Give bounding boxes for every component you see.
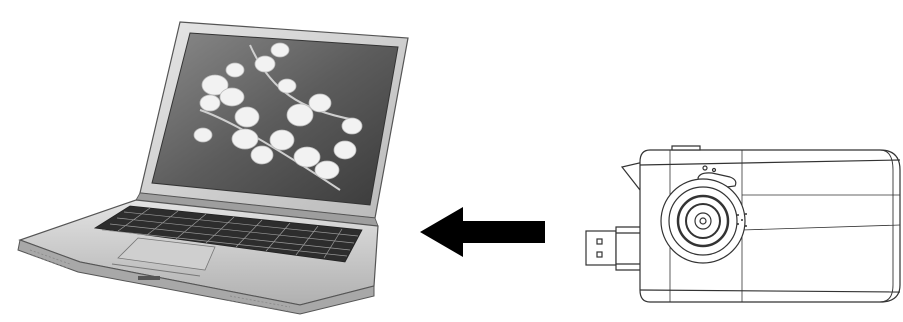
direction-arrow bbox=[420, 207, 545, 257]
laptop-screen bbox=[152, 33, 398, 205]
laptop-latch bbox=[138, 276, 160, 280]
device-top-button bbox=[672, 146, 700, 150]
usb-camera-device bbox=[586, 146, 900, 302]
laptop-computer bbox=[18, 22, 408, 314]
